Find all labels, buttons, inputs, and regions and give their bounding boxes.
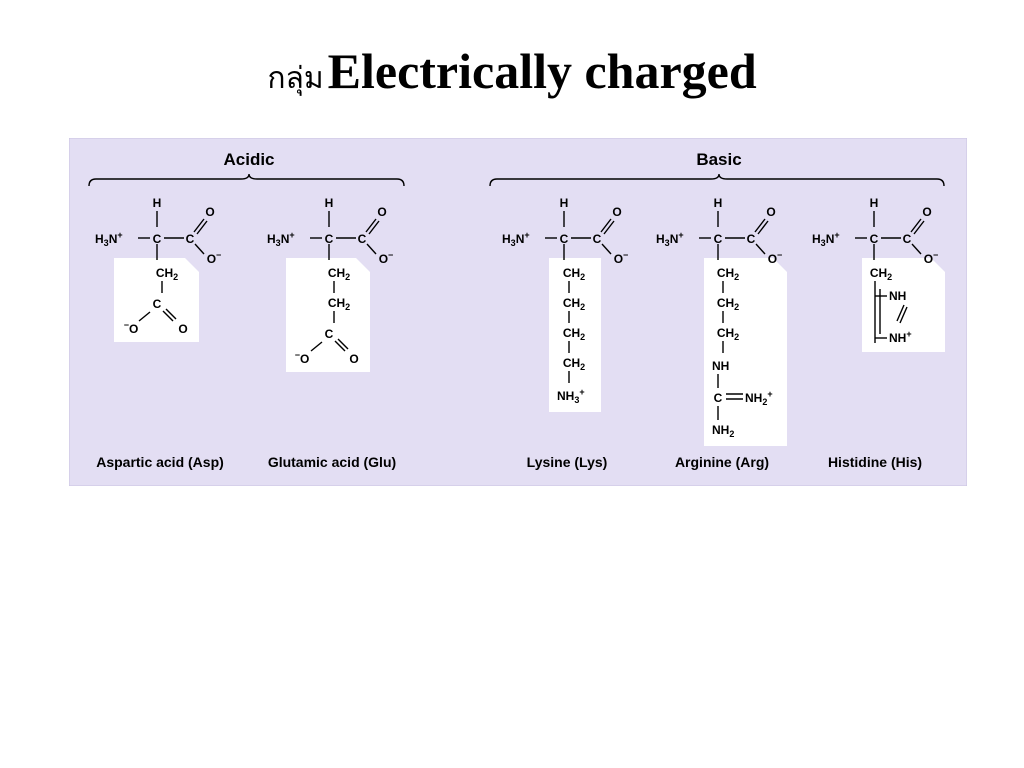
slide-title: กลุ่ม Electrically charged — [0, 42, 1024, 102]
structure-arginine: NH C NH2+ NH2 — [655, 195, 784, 439]
svg-text:−O: −O — [124, 320, 139, 336]
side-chain-box-glu — [286, 258, 370, 372]
label-lysine: Lysine (Lys) — [527, 454, 608, 470]
svg-text:C: C — [714, 391, 723, 405]
structure-aspartic-acid: C −O O — [94, 195, 223, 336]
slide-title-thai: กลุ่ม — [267, 61, 324, 96]
svg-text:C: C — [325, 327, 334, 341]
brace-acidic — [88, 173, 405, 187]
label-aspartic-acid: Aspartic acid (Asp) — [96, 454, 224, 470]
side-chain-box-arg — [704, 258, 787, 446]
svg-text:O: O — [178, 322, 187, 336]
svg-text:NH+: NH+ — [889, 329, 912, 345]
svg-text:C: C — [153, 297, 162, 311]
amino-acid-diagram: H H3N+ C C O O− CH2 Acidic Basic — [69, 138, 967, 486]
structure-glutamic-acid: C −O O — [266, 195, 395, 366]
group-label-acidic: Acidic — [223, 150, 274, 169]
svg-text:CH2: CH2 — [870, 266, 892, 282]
svg-text:NH2: NH2 — [712, 423, 734, 439]
label-histidine: Histidine (His) — [828, 454, 922, 470]
slide-title-english: Electrically charged — [327, 43, 757, 99]
label-arginine: Arginine (Arg) — [675, 454, 769, 470]
brace-basic — [489, 173, 945, 187]
svg-text:−O: −O — [295, 350, 310, 366]
panel-background — [69, 138, 967, 486]
svg-text:NH: NH — [889, 289, 906, 303]
label-glutamic-acid: Glutamic acid (Glu) — [268, 454, 396, 470]
group-label-basic: Basic — [696, 150, 741, 169]
svg-text:O: O — [349, 352, 358, 366]
structure-histidine: CH2 NH NH+ — [811, 195, 940, 345]
svg-text:NH: NH — [712, 359, 729, 373]
